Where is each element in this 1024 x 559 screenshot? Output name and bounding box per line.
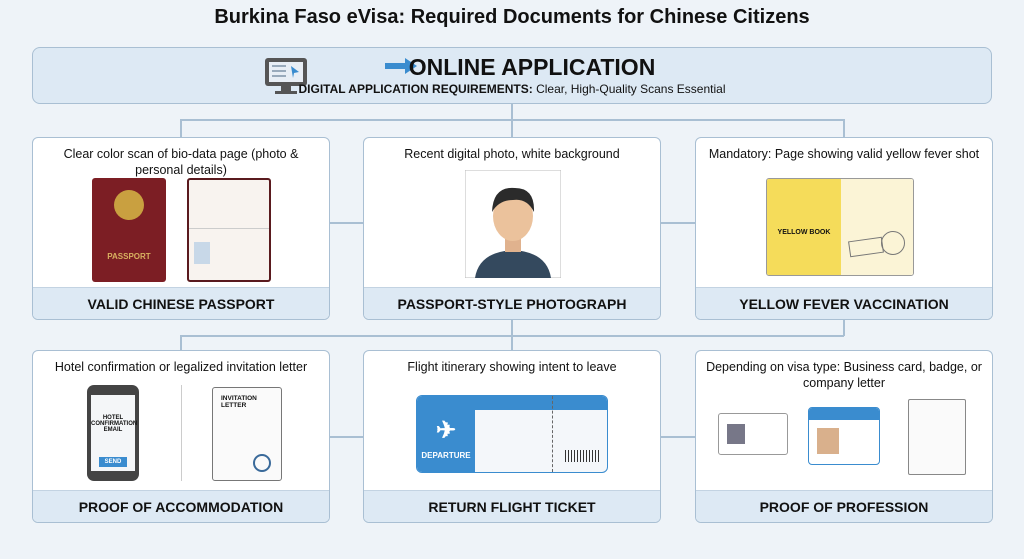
connector (511, 119, 513, 137)
connector (180, 119, 182, 137)
card-label: VALID CHINESE PASSPORT (33, 287, 329, 319)
page-title: Burkina Faso eVisa: Required Documents f… (214, 6, 810, 28)
banner-subtitle: DIGITAL APPLICATION REQUIREMENTS: Clear,… (33, 82, 991, 96)
connector (843, 119, 845, 137)
card-photo: Recent digital photo, white background P… (363, 137, 661, 320)
card-caption: Depending on visa type: Business card, b… (706, 360, 982, 390)
phone-screen: HOTEL CONFIRMATION EMAIL SEND (91, 395, 138, 471)
arrow-right-icon (385, 58, 417, 74)
yellow-book-text: YELLOW BOOK (777, 229, 831, 236)
computer-icon (265, 58, 307, 94)
send-button: SEND (99, 457, 127, 467)
business-card-image (718, 413, 788, 455)
barcode-icon (565, 450, 601, 462)
passport-cover-image: PASSPORT (92, 178, 166, 282)
card-label: RETURN FLIGHT TICKET (364, 490, 660, 522)
card-caption: Clear color scan of bio-data page (photo… (63, 147, 299, 177)
phone-image: HOTEL CONFIRMATION EMAIL SEND (87, 385, 139, 481)
banner-heading: ONLINE APPLICATION (408, 54, 656, 80)
person-photo-image (465, 170, 561, 278)
card-caption: Mandatory: Page showing valid yellow fev… (708, 147, 980, 161)
company-letter-image (908, 399, 966, 475)
card-caption: Hotel confirmation or legalized invitati… (54, 360, 308, 374)
banner-subtitle-bold: DIGITAL APPLICATION REQUIREMENTS: (298, 82, 533, 96)
online-application-banner: ONLINE APPLICATION DIGITAL APPLICATION R… (32, 47, 992, 104)
passport-biodata-image (187, 178, 271, 282)
connector (511, 104, 513, 120)
card-flight: Flight itinerary showing intent to leave… (363, 350, 661, 523)
card-yellow-fever: Mandatory: Page showing valid yellow fev… (695, 137, 993, 320)
card-passport: Clear color scan of bio-data page (photo… (32, 137, 330, 320)
card-label: PROOF OF PROFESSION (696, 490, 992, 522)
hotel-email-text: HOTEL CONFIRMATION EMAIL (91, 415, 138, 433)
card-label: YELLOW FEVER VACCINATION CERTIFICATE (696, 287, 992, 319)
connector (843, 320, 845, 336)
invitation-letter-image: INVITATION LETTER (212, 387, 282, 481)
seal-icon (253, 454, 271, 472)
connector (511, 320, 513, 350)
divider (181, 385, 182, 481)
card-caption: Flight itinerary showing intent to leave (407, 360, 617, 374)
card-accommodation: Hotel confirmation or legalized invitati… (32, 350, 330, 523)
card-profession: Depending on visa type: Business card, b… (695, 350, 993, 523)
connector (180, 335, 182, 350)
card-caption: Recent digital photo, white background (404, 147, 620, 161)
banner-subtitle-rest: Clear, High-Quality Scans Essential (532, 82, 726, 96)
card-label: PASSPORT-STYLE PHOTOGRAPH (364, 287, 660, 319)
airplane-icon: ✈ (435, 417, 457, 444)
invitation-letter-text: INVITATION LETTER (221, 395, 257, 409)
card-label: PROOF OF ACCOMMODATION (33, 490, 329, 522)
flight-ticket-image: ✈ DEPARTURE (416, 395, 608, 473)
emblem-icon (114, 190, 144, 220)
passport-cover-text: PASSPORT (107, 252, 151, 261)
yellow-book-image: YELLOW BOOK (766, 178, 914, 276)
departure-text: DEPARTURE (421, 451, 471, 460)
id-badge-image (808, 407, 880, 465)
